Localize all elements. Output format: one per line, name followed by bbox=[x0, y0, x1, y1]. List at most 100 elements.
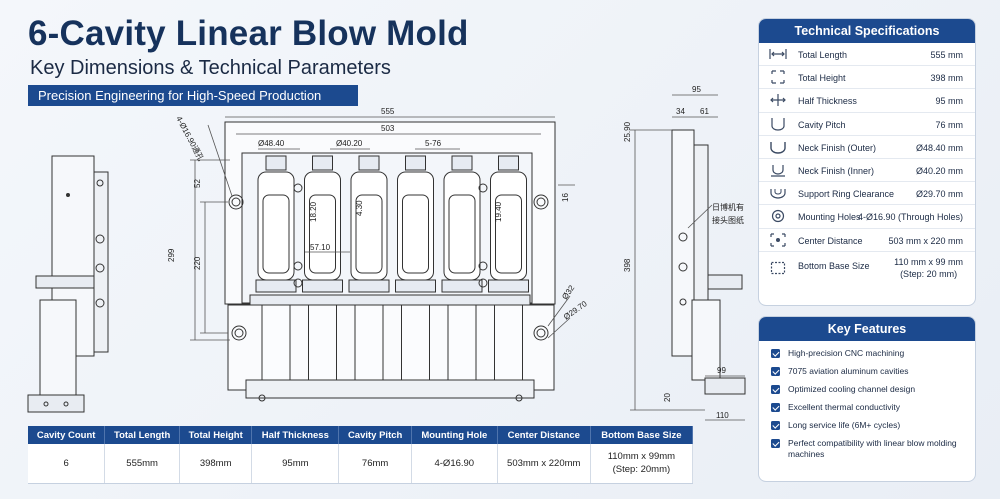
table-cell: 76mm bbox=[338, 444, 412, 484]
spec-value: Ø40.20 mm bbox=[915, 165, 963, 176]
table-cell: 95mm bbox=[251, 444, 340, 484]
feature-item: Optimized cooling channel design bbox=[771, 384, 965, 395]
table-cell: 398mm bbox=[179, 444, 253, 484]
spec-value: 555 mm bbox=[930, 50, 963, 60]
cavity bbox=[302, 155, 343, 381]
page-title: 6-Cavity Linear Blow Mold bbox=[28, 14, 469, 53]
table-header-cell: Total Height bbox=[179, 426, 253, 444]
table-header-cell: Mounting Hole bbox=[411, 426, 498, 444]
feature-text: Perfect compatibility with linear blow m… bbox=[788, 438, 957, 459]
dim-4-30: 4.30 bbox=[355, 200, 364, 216]
feature-item: Long service life (6M+ cycles) bbox=[771, 420, 965, 431]
neck-finish-inner-icon bbox=[769, 163, 787, 178]
front-view bbox=[224, 121, 556, 402]
checkbox-icon bbox=[771, 349, 780, 358]
table-cell: 110mm x 99mm (Step: 20mm) bbox=[590, 444, 694, 484]
cavity bbox=[441, 155, 483, 381]
key-features-panel: Key Features High-precision CNC machinin… bbox=[758, 316, 976, 482]
half-thickness-icon bbox=[769, 93, 787, 108]
dim-19-40: 19.40 bbox=[494, 201, 503, 222]
note-line-1: 日博机有 bbox=[712, 202, 744, 212]
spec-row: Half Thickness 95 mm bbox=[759, 89, 975, 113]
checkbox-icon bbox=[771, 439, 780, 448]
cooling-hole bbox=[293, 183, 303, 193]
spec-label: Bottom Base Size bbox=[798, 260, 870, 271]
spec-row: Cavity Pitch 76 mm bbox=[759, 113, 975, 136]
dim-57-10: 57.10 bbox=[310, 243, 331, 252]
dim-mounting-holes: 4-Ø16.90通孔 bbox=[174, 114, 206, 162]
spec-value: 95 mm bbox=[935, 96, 963, 107]
spec-value: 4-Ø16.90 (Through Holes) bbox=[857, 212, 963, 223]
total-height-icon bbox=[769, 70, 787, 85]
dim-side-34: 34 bbox=[676, 107, 685, 116]
feature-item: 7075 aviation aluminum cavities bbox=[771, 366, 965, 377]
spec-row: Neck Finish (Inner) Ø40.20 mm bbox=[759, 159, 975, 183]
spec-label: Neck Finish (Inner) bbox=[798, 165, 875, 176]
spec-value: Ø48.40 mm bbox=[915, 142, 963, 153]
cooling-hole bbox=[478, 278, 488, 288]
dim-pitch: 5-76 bbox=[425, 139, 442, 148]
table-header-cell: Cavity Pitch bbox=[338, 426, 412, 444]
table-header-cell: Total Length bbox=[104, 426, 180, 444]
spec-row: Neck Finish (Outer)Ø48.40 mm bbox=[759, 136, 975, 159]
table-cell: 503mm x 220mm bbox=[497, 444, 591, 484]
feature-text: High-precision CNC machining bbox=[788, 348, 905, 358]
dim-299: 299 bbox=[167, 248, 176, 262]
dim-total-length: 555 bbox=[381, 107, 395, 116]
spec-label: Cavity Pitch bbox=[798, 119, 846, 130]
dim-side-110: 110 bbox=[716, 411, 729, 420]
left-side-view bbox=[27, 155, 109, 413]
total-length-icon bbox=[769, 47, 787, 62]
spec-label: Total Height bbox=[798, 73, 846, 84]
specs-title: Technical Specifications bbox=[759, 19, 975, 43]
cooling-hole bbox=[293, 278, 303, 288]
table-header-cell: Bottom Base Size bbox=[590, 426, 694, 444]
note-line-2: 接头图纸 bbox=[712, 215, 744, 225]
dim-side-398: 398 bbox=[623, 258, 632, 272]
dim-center-distance: 503 bbox=[381, 124, 395, 133]
dim-side-95: 95 bbox=[692, 85, 701, 94]
feature-item: High-precision CNC machining bbox=[771, 348, 965, 359]
dim-neck-outer: Ø48.40 bbox=[258, 139, 285, 148]
dim-52: 52 bbox=[193, 179, 202, 188]
spec-row: Support Ring Clearance Ø29.70 mm bbox=[759, 182, 975, 206]
dim-16: 16 bbox=[561, 193, 570, 202]
table-header-cell: Half Thickness bbox=[251, 426, 340, 444]
dim-side-25-90: 25.90 bbox=[623, 121, 632, 142]
feature-text: 7075 aviation aluminum cavities bbox=[788, 366, 909, 376]
right-side-view bbox=[630, 94, 746, 421]
spec-value: 398 mm bbox=[930, 73, 963, 84]
cooling-hole bbox=[293, 261, 303, 271]
table-header-cell: Center Distance bbox=[497, 426, 591, 444]
checkbox-icon bbox=[771, 367, 780, 376]
checkbox-icon bbox=[771, 403, 780, 412]
features-title: Key Features bbox=[759, 317, 975, 341]
spec-value: 76 mm bbox=[935, 119, 963, 130]
feature-item: Perfect compatibility with linear blow m… bbox=[771, 438, 965, 460]
dim-side-99: 99 bbox=[717, 366, 726, 375]
spec-value: Ø29.70 mm bbox=[915, 189, 963, 200]
cavity bbox=[395, 155, 436, 381]
page-subtitle: Key Dimensions & Technical Parameters bbox=[30, 57, 391, 79]
spec-label: Half Thickness bbox=[798, 96, 857, 107]
dim-side-61: 61 bbox=[700, 107, 709, 116]
table-header-cell: Cavity Count bbox=[28, 426, 106, 444]
cavity-pitch-icon bbox=[769, 117, 787, 132]
dim-side-20: 20 bbox=[663, 393, 672, 402]
table-cell: 6 bbox=[28, 444, 106, 484]
cavity bbox=[348, 155, 390, 381]
dim-220: 220 bbox=[193, 256, 202, 270]
mounting-holes-icon bbox=[769, 209, 787, 224]
feature-text: Excellent thermal conductivity bbox=[788, 402, 900, 412]
dim-18-20: 18.20 bbox=[309, 201, 318, 222]
spec-label: Support Ring Clearance bbox=[798, 189, 895, 200]
table-cell: 4-Ø16.90 bbox=[411, 444, 498, 484]
